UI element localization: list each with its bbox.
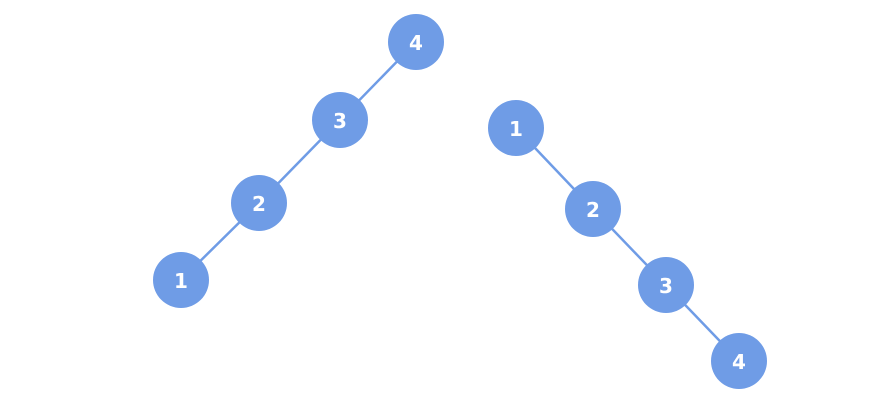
tree-node: 1: [488, 100, 544, 156]
node-label: 1: [509, 117, 523, 141]
node-label: 2: [586, 198, 600, 222]
node-label: 4: [409, 31, 423, 55]
node-label: 1: [174, 269, 188, 293]
tree-node: 4: [388, 14, 444, 70]
tree-node: 2: [565, 181, 621, 237]
tree-node: 4: [711, 333, 767, 389]
nodes-layer: 4 3 2 1 1 2 3 4: [153, 14, 767, 389]
node-circle: [638, 257, 694, 313]
tree-node: 2: [231, 175, 287, 231]
node-circle: [312, 92, 368, 148]
node-label: 2: [252, 192, 266, 216]
tree-node: 1: [153, 252, 209, 308]
tree-node: 3: [638, 257, 694, 313]
node-circle: [488, 100, 544, 156]
node-label: 3: [333, 109, 347, 133]
node-circle: [231, 175, 287, 231]
node-circle: [711, 333, 767, 389]
node-label: 4: [732, 350, 746, 374]
node-circle: [565, 181, 621, 237]
node-circle: [388, 14, 444, 70]
node-circle: [153, 252, 209, 308]
node-label: 3: [659, 274, 673, 298]
tree-node: 3: [312, 92, 368, 148]
